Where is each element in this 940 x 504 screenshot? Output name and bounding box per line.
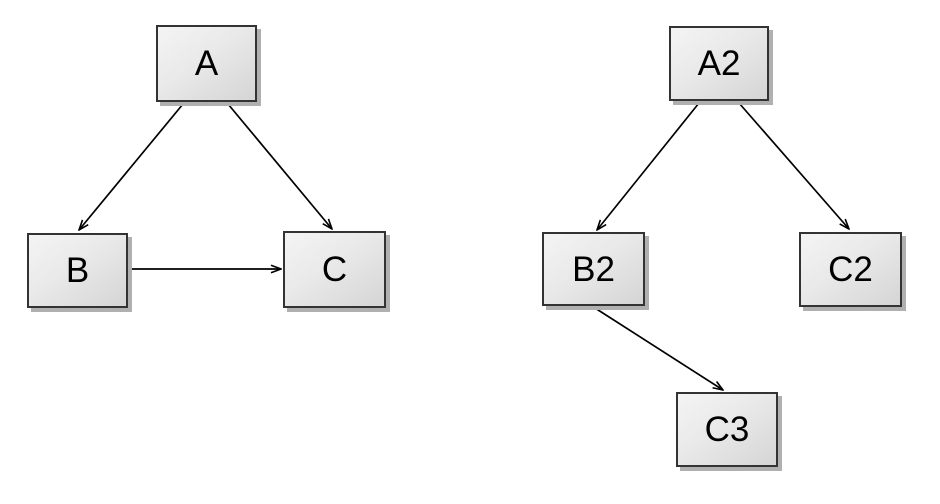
node-B2: B2 (542, 232, 645, 306)
node-C2: C2 (799, 232, 902, 307)
node-C: C (283, 231, 386, 308)
node-B: B (27, 233, 128, 308)
node-A: A (156, 25, 257, 102)
node-A2: A2 (669, 26, 769, 101)
node-C3: C3 (676, 392, 778, 467)
